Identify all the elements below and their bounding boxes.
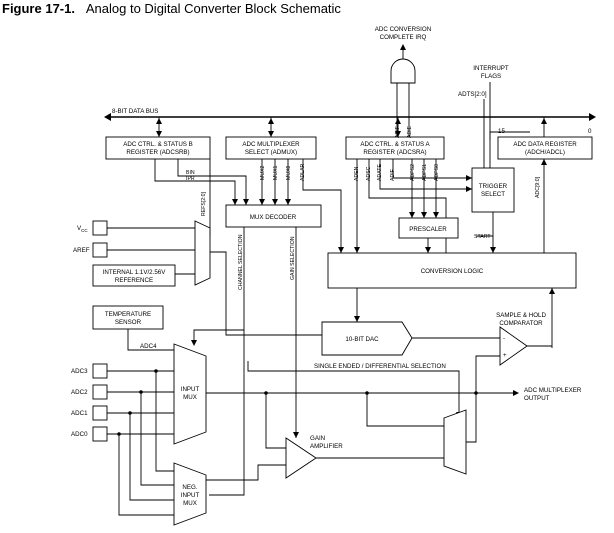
adc2-pin xyxy=(92,384,108,400)
neg-mux-label-line2: INPUT xyxy=(181,492,200,499)
vcc-label: VCC xyxy=(77,225,88,233)
vcc-pin xyxy=(92,220,108,236)
negative-input-mux xyxy=(173,462,207,526)
input-mux-label-line2: MUX xyxy=(183,394,197,401)
adc1-label: ADC1 xyxy=(71,410,88,417)
aden-label: ADEN xyxy=(354,166,360,181)
output-select-mux xyxy=(443,409,467,475)
dac-label: 10-BIT DAC xyxy=(345,336,379,343)
internal-reference xyxy=(92,264,176,287)
comparator-minus: - xyxy=(503,335,505,342)
mux-output-label-line1: ADC MULTIPLEXER xyxy=(524,387,582,394)
sample-hold-comparator xyxy=(499,326,528,366)
interrupt-flags-label-line1: INTERRUPT xyxy=(473,65,509,72)
aref-pin xyxy=(92,242,108,258)
gain-amp-label-line1: GAIN xyxy=(310,435,325,442)
mux-output-label-line2: OUTPUT xyxy=(524,395,550,402)
data-bus xyxy=(104,113,596,121)
admux-register xyxy=(225,136,317,160)
comparator-plus: + xyxy=(503,352,507,359)
input-mux xyxy=(173,343,207,445)
mux2-label: MUX2 xyxy=(260,165,266,180)
data-register-bit0: 0 xyxy=(588,128,592,135)
dac xyxy=(321,321,413,356)
adcsra-label-line1: ADC CTRL. & STATUS A xyxy=(360,141,430,148)
adcsra-signals xyxy=(354,159,472,253)
figure-title: Analog to Digital Converter Block Schema… xyxy=(85,1,341,16)
channel-selection-label: CHANNEL SELECTION xyxy=(238,234,244,290)
mux-decoder xyxy=(225,204,322,228)
reference-mux xyxy=(194,220,211,286)
adif-label: ADIF xyxy=(395,126,401,138)
admux-signals xyxy=(259,159,344,253)
bus-taps xyxy=(156,117,547,137)
adcsrb-label-line2: REGISTER (ADCSRB) xyxy=(126,149,189,156)
comparator-label-line2: COMPARATOR xyxy=(499,320,543,327)
conversion-logic-label: CONVERSION LOGIC xyxy=(421,268,484,275)
neg-mux-label-line1: NEG. xyxy=(182,484,197,491)
adc1-pin xyxy=(92,405,108,421)
adcsrb-register xyxy=(105,136,211,160)
figure-caption: Figure 17-1. Analog to Digital Converter… xyxy=(2,1,341,16)
adc0-pin xyxy=(92,426,108,442)
gain-amp-label-line2: AMPLIFIER xyxy=(310,443,343,450)
adc-data-register xyxy=(497,136,593,160)
adate-label: ADATE xyxy=(377,164,383,181)
admux-label-line1: ADC MULTIPLEXER xyxy=(242,141,300,148)
figure-number: Figure 17-1. xyxy=(2,1,75,16)
temperature-sensor-label-line2: SENSOR xyxy=(115,319,142,326)
internal-reference-label-line1: INTERNAL 1.1V/2.56V xyxy=(103,269,167,276)
gain-selection-label: GAIN SELECTION xyxy=(290,236,296,280)
adc2-label: ADC2 xyxy=(71,389,88,396)
interrupt-flags-label-line2: FLAGS xyxy=(481,73,501,80)
internal-reference-label-line2: REFERENCE xyxy=(115,277,153,284)
start-label: START xyxy=(474,234,491,240)
bin-label: BIN xyxy=(186,170,195,176)
comparator-label-line1: SAMPLE & HOLD xyxy=(496,312,546,319)
adc-bits-label: ADC[9:0] xyxy=(535,176,541,198)
prescaler xyxy=(398,217,459,239)
adts-label: ADTS[2:0] xyxy=(458,91,487,98)
adc0-label: ADC0 xyxy=(71,431,88,438)
conversion-logic xyxy=(327,252,577,289)
prescaler-label: PRESCALER xyxy=(409,226,447,233)
input-mux-label-line1: INPUT xyxy=(181,386,200,393)
data-bus-label: 8-BIT DATA BUS xyxy=(112,108,158,115)
adc3-label: ADC3 xyxy=(71,368,88,375)
adcsrb-label-line1: ADC CTRL. & STATUS B xyxy=(123,141,193,148)
trigger-label-line1: TRIGGER xyxy=(479,183,508,190)
adcsra-register xyxy=(345,136,445,160)
adc4-label: ADC4 xyxy=(140,343,157,350)
mux-decoder-label: MUX DECODER xyxy=(250,214,297,221)
neg-mux-label-line3: MUX xyxy=(183,500,197,507)
adc-data-register-label-line2: (ADCH/ADCL) xyxy=(525,149,565,156)
aref-label: AREF xyxy=(73,247,90,254)
irq-label-line2: COMPLETE IRQ xyxy=(380,34,427,41)
admux-label-line2: SELECT (ADMUX) xyxy=(245,149,297,156)
adif2-label: ADIF xyxy=(390,169,396,181)
adc-data-register-label-line1: ADC DATA REGISTER xyxy=(513,141,577,148)
adcsra-label-line2: REGISTER (ADCSRA) xyxy=(363,149,426,156)
gain-amplifier xyxy=(285,437,317,479)
trigger-label-line2: SELECT xyxy=(481,191,505,198)
refs-label: REFS[2:0] xyxy=(201,192,207,216)
mux1-label: MUX1 xyxy=(273,165,279,180)
irq-and-gate xyxy=(390,44,416,140)
adie-label: ADIE xyxy=(407,125,413,138)
data-register-bit15: 15 xyxy=(498,128,505,135)
single-diff-label: SINGLE ENDED / DIFFERENTIAL SELECTION xyxy=(314,363,446,370)
adps2-label: ADPS2 xyxy=(410,164,416,181)
adps0-label: ADPS0 xyxy=(434,164,440,181)
ipr-label: IPR xyxy=(186,176,195,182)
trigger-select xyxy=(471,167,515,213)
pin-wiring xyxy=(107,369,174,516)
mux0-label: MUX0 xyxy=(286,165,292,180)
adlar-label: ADLAR xyxy=(300,163,306,181)
temperature-sensor-label-line1: TEMPERATURE xyxy=(105,311,151,318)
adps1-label: ADPS1 xyxy=(422,164,428,181)
adsc-label: ADSC xyxy=(366,166,372,181)
adc3-pin xyxy=(92,363,108,379)
irq-label-line1: ADC CONVERSION xyxy=(375,26,431,33)
